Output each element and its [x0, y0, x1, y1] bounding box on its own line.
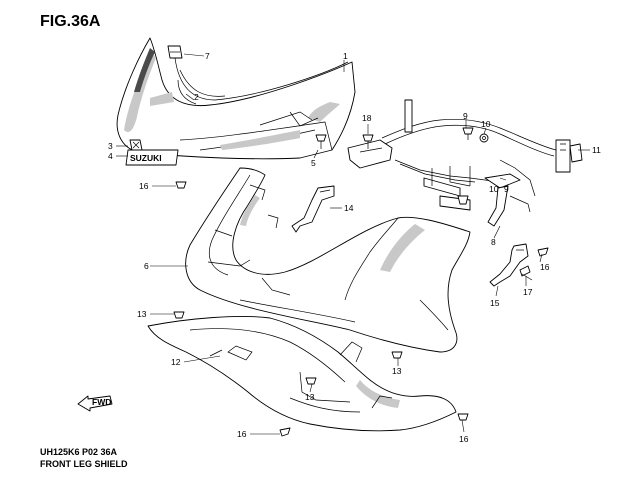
callout-11: 11 — [592, 145, 601, 155]
callout-18: 18 — [362, 113, 372, 123]
part-emblem-3 — [129, 139, 143, 151]
callout-4: 4 — [108, 151, 113, 161]
leader-lines — [116, 53, 590, 435]
callout-16-bottom-right: 16 — [459, 434, 469, 444]
part-emblem-suzuki: SUZUKI — [125, 149, 179, 166]
callout-1: 1 — [343, 51, 348, 61]
part-strip — [177, 79, 197, 105]
part-bolt-18 — [362, 134, 374, 149]
figure-title: FIG.36A — [40, 13, 101, 30]
callout-3: 3 — [108, 141, 113, 151]
callout-13-right: 13 — [392, 366, 402, 376]
part-leg-shield — [185, 167, 471, 353]
callout-2: 2 — [194, 92, 199, 102]
clip-13-c — [305, 377, 317, 385]
part-bracket-15 — [489, 243, 529, 287]
callout-10-lower: 10 — [489, 184, 499, 194]
forward-label: FWD — [92, 397, 111, 407]
brand-emblem-text: SUZUKI — [130, 153, 162, 163]
callout-16-right: 16 — [540, 262, 550, 272]
forward-direction-arrow: FWD — [77, 395, 113, 412]
part-clip-7 — [167, 45, 183, 59]
callout-8: 8 — [491, 237, 496, 247]
part-bracket-14 — [291, 185, 335, 233]
callout-12: 12 — [171, 357, 181, 367]
callout-9: 9 — [463, 111, 468, 121]
figure-name: FRONT LEG SHIELD — [40, 459, 128, 469]
callout-16-top: 16 — [139, 181, 149, 191]
screw-16-d — [457, 413, 469, 421]
part-lower-panel — [147, 315, 457, 432]
callout-6: 6 — [144, 261, 149, 271]
screw-16-a — [175, 181, 187, 189]
figure-code: UH125K6 P02 36A — [40, 447, 118, 457]
part-bolt-9 — [462, 127, 474, 140]
callout-16-bottom: 16 — [237, 429, 247, 439]
part-front-cover — [116, 37, 356, 160]
callout-15: 15 — [490, 298, 500, 308]
screw-16-b — [537, 247, 549, 257]
clip-13-a — [173, 311, 185, 319]
callout-9-lower: 9 — [504, 184, 509, 194]
callout-14: 14 — [344, 203, 354, 213]
callout-5: 5 — [311, 158, 316, 168]
part-cap-11 — [569, 143, 583, 163]
callout-labels: 1 2 3 4 5 6 7 8 9 10 10 9 11 12 13 13 13… — [108, 51, 601, 444]
part-screw-5 — [315, 134, 327, 149]
callout-13-center: 13 — [305, 392, 315, 402]
part-screw-17 — [519, 265, 533, 281]
clip-13-b — [391, 351, 403, 359]
part-frame-bracket — [347, 99, 571, 227]
part-nut-10 — [479, 133, 489, 143]
callout-13-left: 13 — [137, 309, 147, 319]
screw-16-c — [279, 427, 291, 437]
callout-17: 17 — [523, 287, 533, 297]
callout-10: 10 — [481, 119, 491, 129]
callout-7: 7 — [205, 51, 210, 61]
